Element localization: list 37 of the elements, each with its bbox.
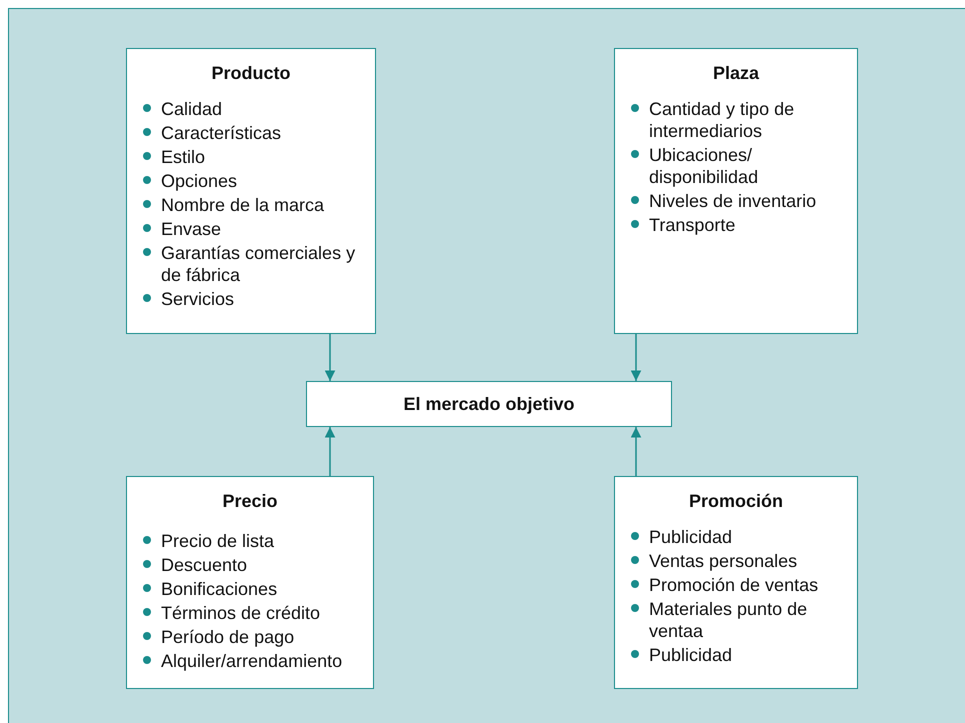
bullet-item: Características [137,122,365,144]
bullet-item: Bonificaciones [137,578,363,600]
node-title: Precio [221,491,279,512]
bullet-item: Niveles de inventario [625,190,847,212]
bullet-item: Términos de crédito [137,602,363,624]
bullet-item: Descuento [137,554,363,576]
arrow [630,334,642,381]
text-box [614,476,858,689]
text-box [614,48,858,334]
arrow [324,334,336,381]
arrow [324,427,336,476]
node-title: Promoción [688,491,784,512]
bullet-item: Transporte [625,214,847,236]
node-title: Producto [210,63,292,84]
bullet-item: Publicidad [625,644,847,666]
bullet-item: Publicidad [625,526,847,548]
text-box [126,48,376,334]
bullet-item: Alquiler/arrendamiento [137,650,363,672]
bullet-item: Servicios [137,288,365,310]
bullet-item: Garantías comerciales y de fábrica [137,242,365,286]
node-title: Plaza [712,63,760,84]
bullet-item: Calidad [137,98,365,120]
bullet-item: Ventas personales [625,550,847,572]
bullet-item: Materiales punto de ventaa [625,598,847,642]
bullet-item: Período de pago [137,626,363,648]
node-title: El mercado objetivo [403,394,575,414]
arrow [630,427,642,476]
bullet-item: Opciones [137,170,365,192]
text-box [126,476,374,689]
bullet-item: Ubicaciones/ disponibilidad [625,144,847,188]
bullet-item: Promoción de ventas [625,574,847,596]
bullet-item: Estilo [137,146,365,168]
bullet-item: Precio de lista [137,530,363,552]
bullet-item: Envase [137,218,365,240]
bullet-item: Cantidad y tipo de intermediarios [625,98,847,142]
text-box [306,381,672,427]
bullet-item: Nombre de la marca [137,194,365,216]
